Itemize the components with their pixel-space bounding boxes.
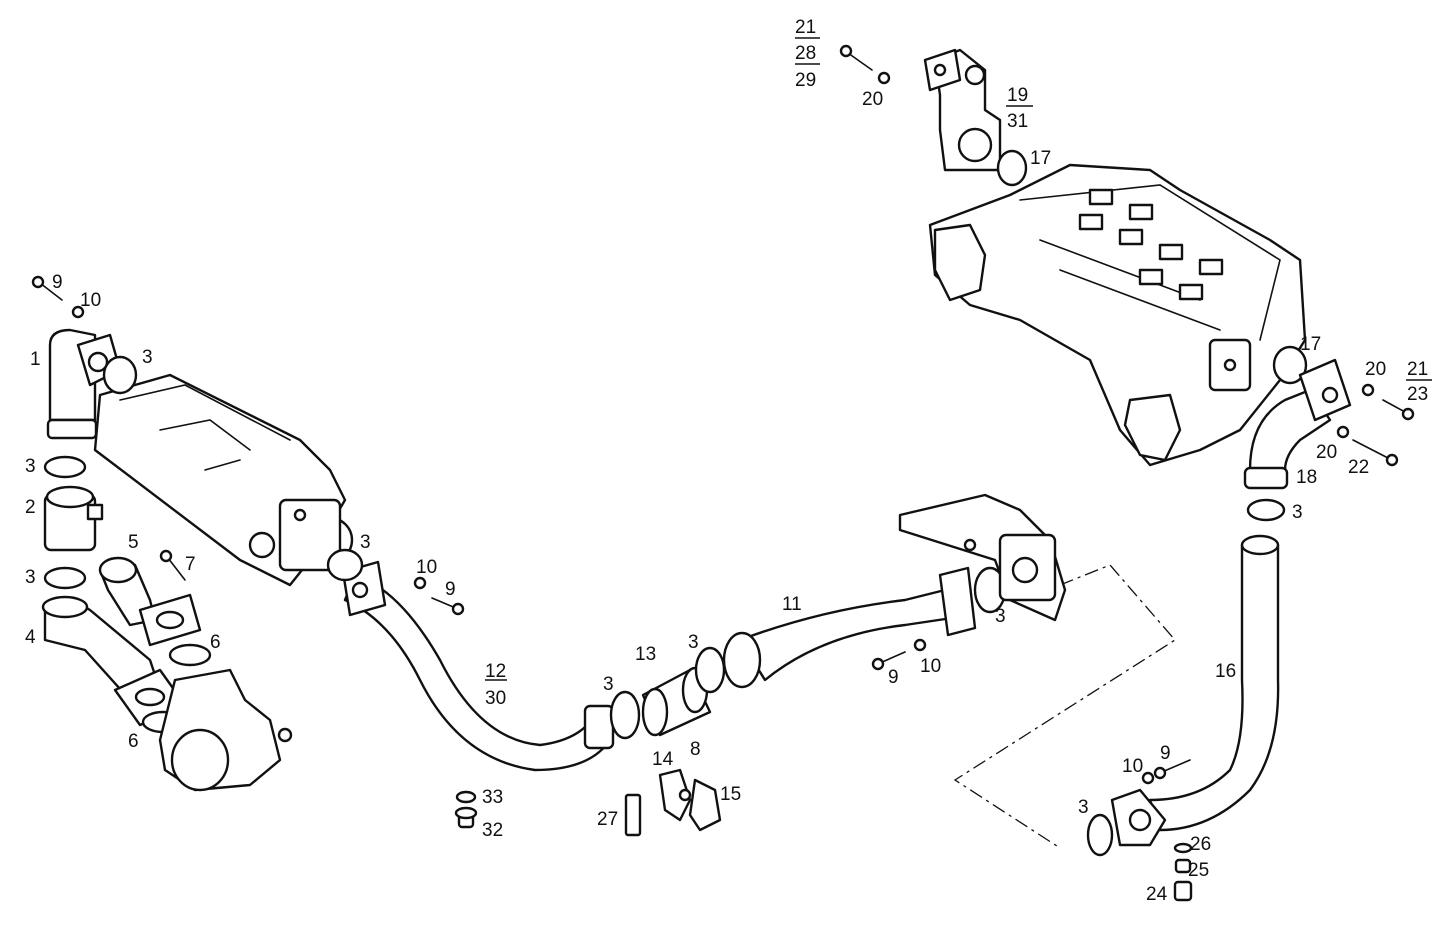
callout-3c: 3 bbox=[25, 567, 36, 588]
callout-3e: 3 bbox=[603, 674, 614, 695]
callout-10d: 10 bbox=[1122, 756, 1143, 777]
callout-3g: 3 bbox=[995, 606, 1006, 627]
washer-10a bbox=[71, 305, 85, 319]
callout-3a: 3 bbox=[142, 347, 153, 368]
callout-10a: 10 bbox=[80, 290, 101, 311]
plug-26-25-24 bbox=[1173, 842, 1193, 902]
elbow-18 bbox=[1243, 358, 1352, 490]
callout-27: 27 bbox=[597, 809, 618, 830]
callout-15: 15 bbox=[720, 784, 741, 805]
washer-20b bbox=[1361, 383, 1375, 397]
callout-6b: 6 bbox=[128, 731, 139, 752]
washer-20c bbox=[1336, 425, 1350, 439]
callout-7: 7 bbox=[185, 554, 196, 575]
callout-8: 8 bbox=[690, 739, 701, 760]
callout-20a: 20 bbox=[862, 89, 883, 110]
bellows-13 bbox=[641, 666, 712, 737]
gasket-3c bbox=[43, 566, 87, 590]
callout-31: 31 bbox=[1007, 111, 1028, 132]
callout-9b: 9 bbox=[445, 579, 456, 600]
pipe-11 bbox=[722, 566, 977, 689]
reference-frame bbox=[953, 564, 1176, 849]
callout-17a: 17 bbox=[1030, 148, 1051, 169]
callout-10b: 10 bbox=[416, 557, 437, 578]
plate-27 bbox=[624, 793, 642, 837]
callout-21a: 21 bbox=[795, 17, 816, 38]
callout-3b: 3 bbox=[25, 456, 36, 477]
callout-22: 22 bbox=[1348, 457, 1369, 478]
callout-29: 29 bbox=[795, 70, 816, 91]
callout-24: 24 bbox=[1146, 884, 1168, 905]
callout-3d: 3 bbox=[360, 532, 371, 553]
bolt-22 bbox=[1352, 439, 1399, 467]
gasket-3e bbox=[609, 690, 641, 740]
washer-10d bbox=[1141, 771, 1155, 785]
callout-9a: 9 bbox=[52, 272, 63, 293]
callout-6a: 6 bbox=[210, 632, 221, 653]
pump-housing bbox=[158, 668, 293, 792]
callout-2: 2 bbox=[25, 497, 36, 518]
callout-21b: 21 bbox=[1407, 359, 1428, 380]
callout-23: 23 bbox=[1407, 384, 1428, 405]
callout-20b: 20 bbox=[1365, 359, 1386, 380]
callout-11: 11 bbox=[782, 594, 802, 615]
callout-18: 18 bbox=[1296, 467, 1317, 488]
turbo-outlet-housing bbox=[898, 493, 1067, 622]
callout-32: 32 bbox=[482, 820, 503, 841]
bolt-9b bbox=[431, 597, 465, 616]
callout-25: 25 bbox=[1188, 860, 1209, 881]
gasket-17a bbox=[996, 149, 1028, 187]
callout-9d: 9 bbox=[1160, 743, 1171, 764]
gasket-3h bbox=[1246, 498, 1286, 522]
callout-16: 16 bbox=[1215, 661, 1236, 682]
bolt-9c bbox=[871, 651, 906, 671]
callout-9c: 9 bbox=[888, 667, 899, 688]
gasket-3d bbox=[326, 548, 364, 582]
gasket-3i bbox=[1086, 813, 1114, 857]
elbow-19-31 bbox=[923, 48, 1002, 172]
plug-33-32 bbox=[454, 790, 478, 829]
callout-13: 13 bbox=[635, 644, 656, 665]
callout-28: 28 bbox=[795, 43, 816, 64]
callout-3f: 3 bbox=[688, 632, 699, 653]
callout-20c: 20 bbox=[1316, 442, 1337, 463]
callout-17b: 17 bbox=[1300, 334, 1321, 355]
gasket-6a bbox=[168, 643, 212, 667]
gasket-3a bbox=[102, 355, 138, 395]
intake-manifold bbox=[928, 163, 1307, 467]
washer-10c bbox=[913, 638, 927, 652]
callout-3h: 3 bbox=[1292, 502, 1303, 523]
bolt-9a bbox=[31, 275, 63, 301]
callout-10c: 10 bbox=[920, 656, 941, 677]
bolt-7 bbox=[159, 549, 186, 581]
callout-12: 12 bbox=[485, 661, 506, 682]
callout-19: 19 bbox=[1007, 85, 1028, 106]
washer-20a bbox=[877, 71, 891, 85]
callout-1: 1 bbox=[30, 349, 41, 370]
callout-33: 33 bbox=[482, 787, 503, 808]
callout-14: 14 bbox=[652, 749, 674, 770]
pipe-12 bbox=[341, 560, 615, 772]
callout-26: 26 bbox=[1190, 834, 1211, 855]
elbow-pipe-5 bbox=[98, 556, 202, 647]
cooler-body bbox=[93, 373, 354, 587]
washer-10b bbox=[413, 576, 427, 590]
gasket-3f bbox=[694, 646, 726, 694]
clamp-14-15 bbox=[658, 768, 722, 832]
callout-3i: 3 bbox=[1078, 797, 1089, 818]
gasket-3b bbox=[43, 455, 87, 479]
bolt-21b bbox=[1382, 399, 1415, 421]
sleeve-2 bbox=[43, 485, 104, 552]
pipe-16 bbox=[1110, 534, 1280, 847]
bolt-9d bbox=[1153, 759, 1191, 780]
gasket-17b bbox=[1272, 345, 1308, 385]
bolt-21a bbox=[839, 44, 873, 71]
callout-5: 5 bbox=[128, 532, 139, 553]
callout-4: 4 bbox=[25, 627, 36, 648]
callout-30: 30 bbox=[485, 688, 506, 709]
